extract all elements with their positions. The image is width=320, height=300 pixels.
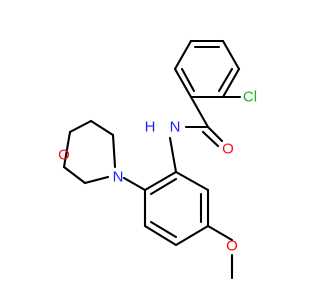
molecule-structure-diagram: Cl O H N O N O [58, 39, 257, 280]
bond-ring2-6-inner [149, 177, 178, 196]
bond-ring2-3 [174, 224, 210, 247]
methoxy-oxygen-atom-label: O [226, 238, 238, 255]
bond-ring2-4 [143, 224, 178, 247]
bond-morph-1 [111, 133, 117, 169]
bond-ring1-3-inner [217, 67, 234, 93]
bond-c-o-1 [206, 125, 224, 143]
bond-ring2-1 [174, 170, 210, 192]
morpholine-oxygen-atom-label: O [58, 147, 70, 164]
bond-ring1-5-inner [180, 67, 196, 93]
amide-hydrogen-atom-label: H [145, 119, 156, 136]
bond-morph-3 [68, 119, 93, 134]
bond-ring2-4-inner [149, 220, 178, 239]
bond-morph-2 [89, 119, 115, 137]
bond-morph-4 [62, 130, 72, 169]
bond-c-o-2 [201, 130, 220, 148]
bond-ring1-5 [173, 67, 193, 99]
bond-ring2-morph-n [122, 176, 147, 192]
bond-ring2-ome [206, 224, 234, 242]
bond-morph-6 [83, 175, 110, 185]
atom-labels: Cl O H N O N O [58, 89, 257, 255]
bond-ring1-6 [173, 39, 193, 71]
morpholine-nitrogen-atom-label: N [113, 169, 124, 186]
bond-ring-carbonyl [189, 95, 210, 129]
bonds [62, 39, 242, 280]
chlorine-atom-label: Cl [243, 89, 257, 106]
bond-ring1-2 [221, 39, 241, 71]
amide-oxygen-atom-label: O [222, 141, 234, 158]
bond-n-ring2 [168, 136, 178, 174]
bond-morph-5 [62, 165, 87, 185]
bond-ring1-3 [221, 67, 241, 99]
amide-nitrogen-atom-label: N [170, 119, 181, 136]
bond-ring2-6 [143, 170, 178, 192]
